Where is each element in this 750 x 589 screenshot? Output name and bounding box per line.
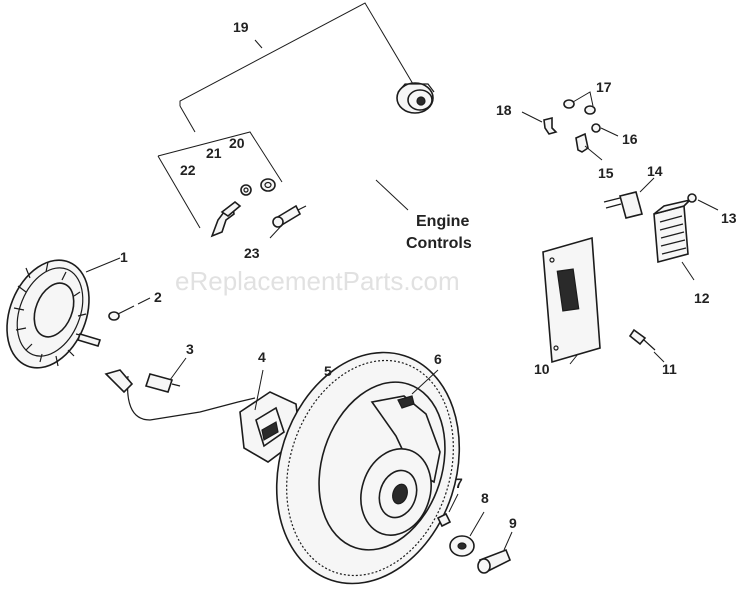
callout-3: 3 bbox=[186, 341, 194, 357]
callout-14: 14 bbox=[647, 163, 663, 179]
part-1-stator[interactable] bbox=[0, 248, 104, 380]
callout-6: 6 bbox=[434, 351, 442, 367]
callout-18: 18 bbox=[496, 102, 512, 118]
part-7-key[interactable] bbox=[436, 512, 452, 528]
watermark: eReplacementParts.com bbox=[175, 266, 460, 296]
callout-17: 17 bbox=[596, 79, 612, 95]
part-12-module[interactable] bbox=[653, 198, 693, 264]
group-label-line1: Engine bbox=[416, 213, 469, 230]
callout-9: 9 bbox=[509, 515, 517, 531]
part-10-plate[interactable] bbox=[542, 236, 601, 364]
part-22-lever[interactable] bbox=[210, 200, 242, 238]
assembly-19-bracket bbox=[157, 2, 414, 229]
callout-20: 20 bbox=[229, 135, 245, 151]
callout-10: 10 bbox=[534, 361, 550, 377]
callout-2: 2 bbox=[154, 289, 162, 305]
part-9-bolt[interactable] bbox=[477, 548, 512, 574]
part-19-knob[interactable] bbox=[396, 82, 435, 114]
part-3-spark-plug[interactable] bbox=[144, 373, 181, 393]
part-23-stud[interactable] bbox=[272, 204, 307, 228]
callout-8: 8 bbox=[481, 490, 489, 506]
part-14-connector[interactable] bbox=[603, 191, 643, 219]
part-2-screw[interactable] bbox=[108, 305, 135, 321]
part-11-screw[interactable] bbox=[628, 328, 656, 351]
part-16-nut[interactable] bbox=[591, 123, 601, 133]
group-label-line2: Controls bbox=[406, 235, 472, 252]
callout-21: 21 bbox=[206, 145, 222, 161]
callout-12: 12 bbox=[694, 290, 710, 306]
callout-1: 1 bbox=[120, 249, 128, 265]
callout-19: 19 bbox=[233, 19, 249, 35]
callout-15: 15 bbox=[598, 165, 614, 181]
callout-11: 11 bbox=[662, 361, 677, 377]
part-8-washer[interactable] bbox=[449, 535, 475, 557]
part-18-clip[interactable] bbox=[543, 116, 558, 135]
part-6-flywheel[interactable] bbox=[248, 329, 488, 589]
callout-4: 4 bbox=[258, 349, 266, 365]
part-15-bracket[interactable] bbox=[575, 132, 589, 153]
part-17-screw[interactable] bbox=[563, 99, 596, 115]
part-4-ignition-coil[interactable] bbox=[104, 369, 301, 463]
callout-22: 22 bbox=[180, 162, 196, 178]
callout-5: 5 bbox=[324, 363, 332, 379]
part-21-washer[interactable] bbox=[240, 184, 252, 196]
callout-16: 16 bbox=[622, 131, 638, 147]
part-13-screw[interactable] bbox=[687, 193, 697, 203]
part-20-nut[interactable] bbox=[260, 178, 276, 192]
callout-23: 23 bbox=[244, 245, 260, 261]
callout-13: 13 bbox=[721, 210, 737, 226]
callout-7: 7 bbox=[455, 475, 463, 491]
